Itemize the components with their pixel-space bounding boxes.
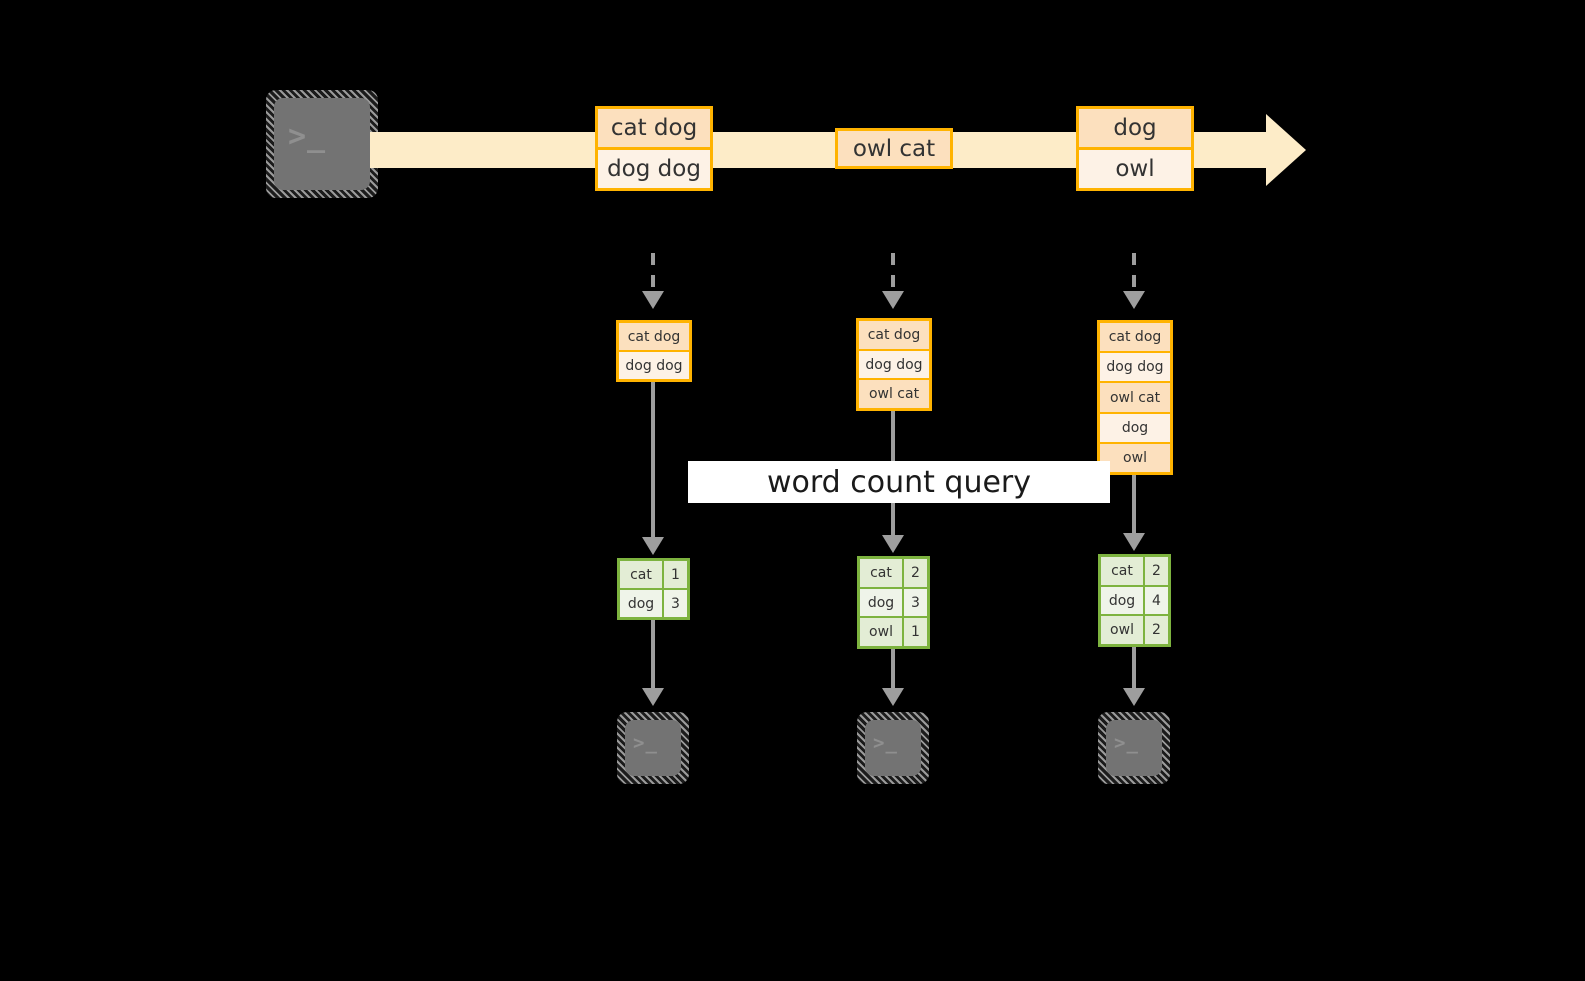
stream-record: owl cat [835,128,953,169]
table-cell-word: owl [1101,616,1145,645]
table-cell-count: 3 [664,590,687,617]
terminal-screen: >_ [865,720,921,776]
terminal-prompt-glyph: >_ [288,119,327,154]
table-cell-word: dog [860,588,904,617]
snapshot-3-sink-terminal-icon: >_ [1098,712,1170,784]
stream-record-text: owl cat [852,135,936,162]
stack-row-text: owl [1123,449,1147,466]
table-cell-word: cat [860,559,904,587]
table-row: cat 2 [860,559,927,589]
table-cell-count: 1 [904,618,927,647]
snapshot-3-sink-line [1132,647,1136,688]
terminal-prompt-glyph: >_ [1114,732,1139,754]
table-cell-word: owl [860,618,904,647]
stream-record-text: owl [1115,156,1155,182]
event-stream-arrowhead [1266,114,1306,186]
terminal-screen: >_ [625,720,681,776]
stack-row-text: cat dog [1108,329,1162,346]
snapshot-1-tap-line [651,253,655,291]
snapshot-1-tap-arrowhead [642,291,664,309]
table-cell-word: cat [620,561,664,588]
source-terminal-icon: >_ [266,90,378,198]
stack-row-text: owl cat [868,386,920,403]
table-row: owl 2 [1101,616,1168,645]
query-label: word count query [688,461,1110,503]
stack-row: cat dog [859,321,929,351]
table-row: dog 4 [1101,586,1168,617]
table-cell-word: cat [1101,557,1145,585]
stack-row-text: cat dog [867,326,921,343]
snapshot-2-sink-terminal-icon: >_ [857,712,929,784]
snapshot-3-tap-arrowhead [1123,291,1145,309]
snapshot-3-query-line [1132,475,1136,533]
stack-row-text: owl cat [1109,389,1161,406]
snapshot-1-result-table: cat 1 dog 3 [617,558,690,620]
table-row: dog 3 [620,590,687,617]
snapshot-2-sink-line [891,649,895,688]
snapshot-2-sink-arrowhead [882,688,904,706]
stack-row: cat dog [619,323,689,352]
stack-row-text: dog dog [865,356,923,373]
table-row: owl 1 [860,618,927,647]
table-row: cat 2 [1101,557,1168,587]
stack-row: dog dog [1100,353,1170,384]
stack-row: owl cat [859,380,929,409]
table-cell-count: 2 [1145,557,1168,585]
snapshot-2-input-stack: cat dog dog dog owl cat [856,318,932,411]
snapshot-3-result-table: cat 2 dog 4 owl 2 [1098,554,1171,647]
snapshot-3-tap-line [1132,253,1136,291]
stream-record: dog dog [595,147,713,191]
stack-row: owl cat [1100,383,1170,414]
stack-row-text: dog dog [625,357,683,374]
table-cell-word: dog [1101,586,1145,615]
stack-row: owl [1100,443,1170,473]
snapshot-2-tap-line [891,253,895,291]
snapshot-3-input-stack: cat dog dog dog owl cat dog owl [1097,320,1173,475]
stream-record: cat dog [595,106,713,150]
terminal-prompt-glyph: >_ [633,732,658,754]
table-cell-count: 1 [664,561,687,588]
terminal-prompt-glyph: >_ [873,732,898,754]
stream-record: dog [1076,106,1194,150]
terminal-screen: >_ [1106,720,1162,776]
table-cell-count: 4 [1145,586,1168,615]
snapshot-3-sink-arrowhead [1123,688,1145,706]
snapshot-1-sink-arrowhead [642,688,664,706]
stack-row: cat dog [1100,323,1170,354]
stream-record-text: cat dog [610,115,698,141]
snapshot-1-sink-line [651,620,655,688]
snapshot-3-query-arrowhead [1123,533,1145,551]
stack-row: dog dog [619,352,689,379]
snapshot-2-query-arrowhead [882,535,904,553]
terminal-screen: >_ [274,98,370,190]
snapshot-1-query-arrowhead [642,537,664,555]
stack-row-text: dog [1121,419,1149,436]
table-cell-count: 2 [904,559,927,587]
snapshot-1-sink-terminal-icon: >_ [617,712,689,784]
table-row: cat 1 [620,561,687,590]
stack-row: dog [1100,413,1170,444]
snapshot-2-tap-arrowhead [882,291,904,309]
table-cell-count: 2 [1145,616,1168,645]
stack-row-text: dog dog [1106,359,1164,376]
table-cell-count: 3 [904,588,927,617]
stream-record-text: dog dog [607,156,701,182]
stack-row: dog dog [859,350,929,381]
stream-record: owl [1076,147,1194,191]
query-label-text: word count query [766,464,1032,500]
stream-record-text: dog [1113,115,1157,141]
snapshot-2-result-table: cat 2 dog 3 owl 1 [857,556,930,649]
snapshot-1-input-stack: cat dog dog dog [616,320,692,382]
table-cell-word: dog [620,590,664,617]
snapshot-1-query-line [651,382,655,537]
stack-row-text: cat dog [627,328,681,345]
table-row: dog 3 [860,588,927,619]
